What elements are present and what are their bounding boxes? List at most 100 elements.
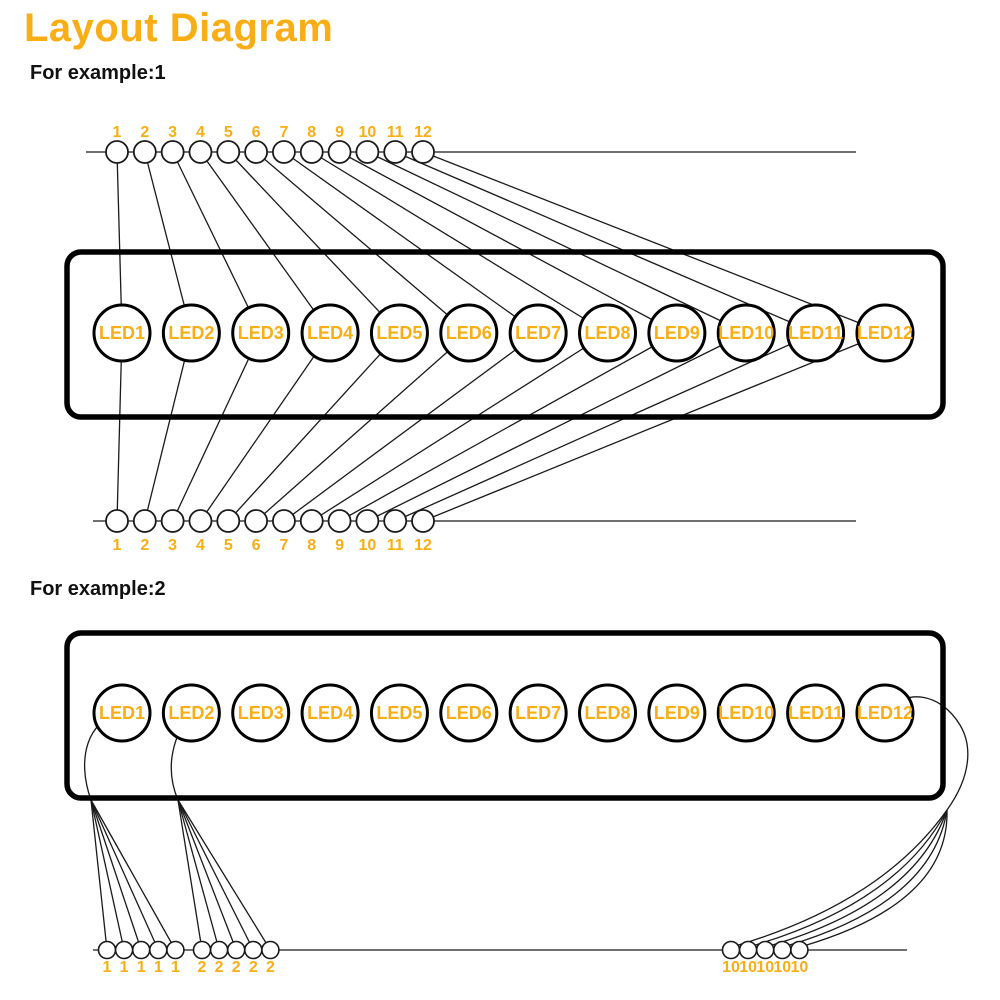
led-label: LED10 xyxy=(718,323,774,343)
led-circle xyxy=(855,303,915,363)
led-circle xyxy=(439,303,499,363)
led-circle xyxy=(231,683,291,743)
led-circle xyxy=(92,303,152,363)
group-pin-circle xyxy=(261,940,280,960)
top-pin-number: 5 xyxy=(224,124,233,141)
wire-toppin-to-led xyxy=(116,151,123,334)
wire-led-to-bottompin xyxy=(255,332,470,522)
group-pin-number: 2 xyxy=(215,959,224,976)
group-pin-circle xyxy=(149,940,168,960)
top-pin-circle xyxy=(272,140,296,164)
led-circle xyxy=(508,683,568,743)
wire-led-to-bottompin xyxy=(394,332,816,522)
group-pin-number: 2 xyxy=(232,959,241,976)
wire-toppin-to-led xyxy=(172,151,262,334)
led-circle xyxy=(786,303,846,363)
wire-fan-line xyxy=(90,799,108,951)
wire-fan-line xyxy=(177,799,271,951)
led-label: LED9 xyxy=(654,323,700,343)
group-pin-circle xyxy=(755,940,775,960)
group-pin-number: 10 xyxy=(722,959,740,976)
bottom-pin-number: 6 xyxy=(252,537,261,554)
top-pin-number: 2 xyxy=(140,124,149,141)
top-pin-circle xyxy=(411,140,435,164)
led-label: LED5 xyxy=(376,703,422,723)
wire-led-to-bottompin xyxy=(116,332,123,522)
led-label: LED8 xyxy=(585,323,631,343)
top-pin-circle xyxy=(188,140,213,164)
led-label: LED12 xyxy=(857,703,913,723)
led-circle xyxy=(508,303,568,363)
led-label: LED4 xyxy=(307,703,353,723)
wire-fan-line xyxy=(177,799,203,951)
led-label: LED6 xyxy=(446,703,492,723)
led-label: LED6 xyxy=(446,323,492,343)
led-circle xyxy=(578,303,638,363)
led-circle xyxy=(578,683,638,743)
group-pin-number: 2 xyxy=(198,959,207,976)
wire-toppin-to-led xyxy=(227,151,400,334)
top-pin-number: 8 xyxy=(307,124,316,141)
led-label: LED9 xyxy=(654,703,700,723)
led-strip-box-1 xyxy=(64,249,946,420)
group-pin-number: 10 xyxy=(739,959,757,976)
page-title: Layout Diagram xyxy=(24,6,334,50)
group-pin-circle xyxy=(790,940,809,960)
bottom-pin-circle xyxy=(105,509,129,533)
group-pin-circle xyxy=(192,940,212,960)
led-circle xyxy=(855,683,915,743)
group-pin-number: 1 xyxy=(137,959,146,976)
led-label: LED3 xyxy=(238,323,284,343)
group-pin-circle xyxy=(97,940,117,960)
wire-toppin-to-led xyxy=(394,151,816,334)
wire-fan-line xyxy=(90,799,125,951)
led-label: LED5 xyxy=(376,323,422,343)
example1-label: For example:1 xyxy=(30,62,166,84)
top-pin-number: 7 xyxy=(279,124,288,141)
bottom-pin-circle xyxy=(160,509,185,533)
group-pin-circle xyxy=(114,940,134,960)
bottom-pin-circle xyxy=(188,509,213,533)
group-pin-circle xyxy=(226,940,246,960)
led-circle xyxy=(716,303,776,363)
top-pin-circle xyxy=(216,140,241,164)
group-pin-number: 1 xyxy=(120,959,129,976)
group-pin-number: 10 xyxy=(773,959,791,976)
wire-fan-line xyxy=(177,799,220,951)
wire-led-to-bottompin xyxy=(422,332,886,522)
wire-fan-line xyxy=(177,799,237,951)
wire-toppin-to-led xyxy=(422,151,886,334)
led-circle xyxy=(300,683,360,743)
led-circle xyxy=(647,683,707,743)
led-circle xyxy=(786,683,846,743)
group-pin-circle xyxy=(209,940,229,960)
bottom-pin-circle xyxy=(383,509,408,533)
wire-fan-curve xyxy=(769,809,948,947)
wire-led-to-bottompin xyxy=(311,332,608,522)
bottom-pin-circle xyxy=(244,509,269,533)
top-pin-circle xyxy=(160,140,185,164)
top-pin-circle xyxy=(105,140,129,164)
bottom-pin-circle xyxy=(411,509,435,533)
top-pin-number: 6 xyxy=(252,124,261,141)
bottom-pin-circle xyxy=(355,509,380,533)
led-label: LED7 xyxy=(515,323,561,343)
wire-fan-line xyxy=(177,799,254,951)
top-pin-circle xyxy=(132,140,157,164)
top-pin-number: 9 xyxy=(335,124,344,141)
bottom-pin-number: 8 xyxy=(307,537,316,554)
wire-fan-line xyxy=(90,799,142,951)
led-circle xyxy=(161,683,221,743)
led-label: LED4 xyxy=(307,323,353,343)
bottom-pin-number: 4 xyxy=(196,537,205,554)
led-circle xyxy=(647,303,707,363)
led-circle xyxy=(369,683,429,743)
bottom-pin-number: 5 xyxy=(224,537,233,554)
bottom-pin-number: 1 xyxy=(113,537,122,554)
led-circle xyxy=(161,303,221,363)
wire-toppin-to-led xyxy=(311,151,608,334)
bottom-pin-number: 10 xyxy=(358,537,376,554)
